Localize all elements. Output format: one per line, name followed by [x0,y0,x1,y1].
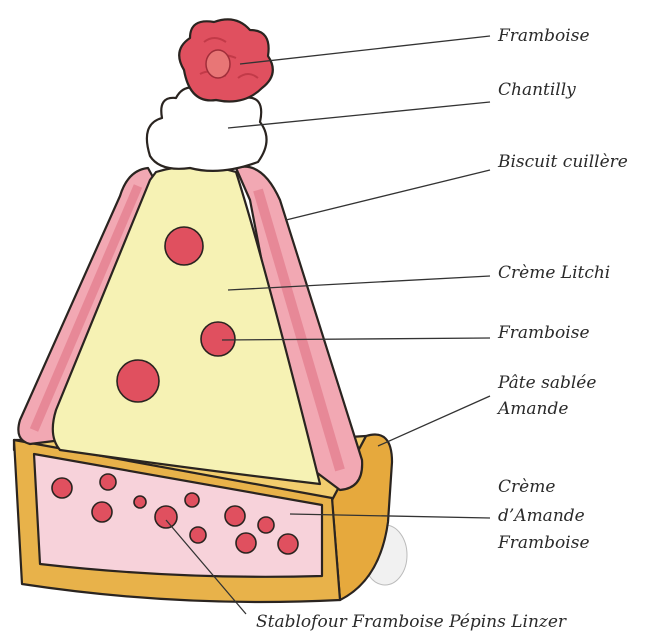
label-creme-litchi: Crème Litchi [498,263,610,283]
label-pate-line2: Amande [496,399,568,419]
label-chantilly: Chantilly [498,80,576,100]
label-stablofour: Stablofour Framboise Pépins Linzer [256,612,567,632]
label-biscuit: Biscuit cuillère [497,152,628,172]
leader-chantilly [228,102,490,128]
label-framboise-top: Framboise [497,26,590,46]
label-creme-amande-line3: Framboise [497,533,590,553]
leader-framboise-top [240,36,490,64]
label-pate-line1: Pâte sablée [497,373,596,393]
raspberry-top [179,19,273,101]
label-creme-amande-line2: d’Amande [498,506,585,526]
label-framboise-mid: Framboise [497,323,590,343]
leader-biscuit [286,170,490,220]
leader-pate [378,396,490,446]
label-creme-amande-line1: Crème [498,477,555,497]
